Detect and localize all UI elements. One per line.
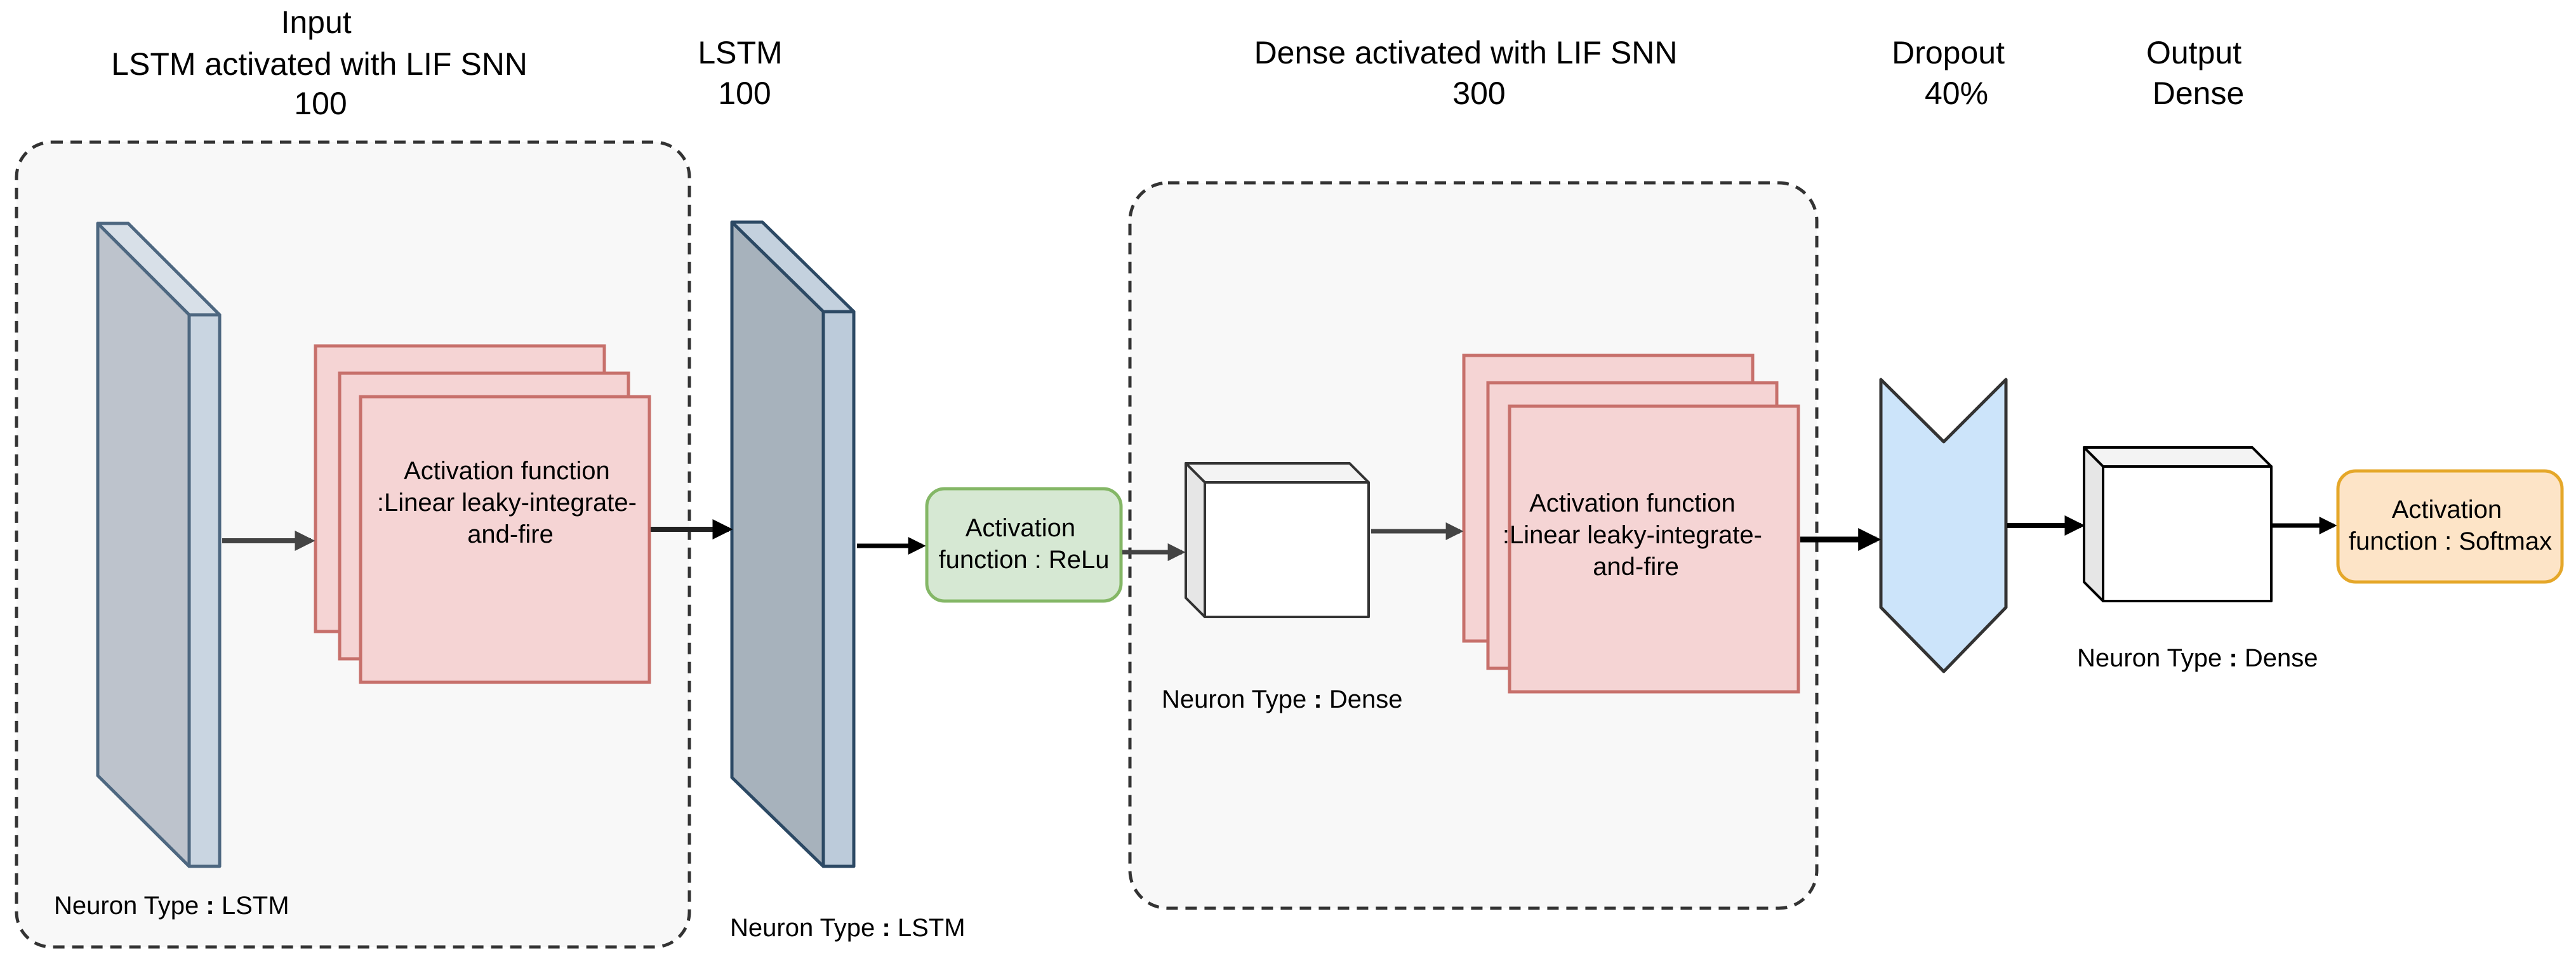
lstm-layer-header: LSTM 100: [698, 35, 791, 111]
lif-card-front: [1508, 404, 1800, 694]
relu-activation-label: Activation function : ReLu: [938, 514, 1109, 574]
lif-activation-stack-2: [1462, 354, 1800, 694]
dense-lif-layer-header: Dense activated with LIF SNN 300: [1254, 35, 1687, 111]
lif-activation-stack-1: [314, 344, 651, 684]
lif-activation-1-label: Activation function :Linear leaky-integr…: [377, 457, 644, 548]
neuron-type-lstm: Neuron Type : LSTM: [730, 914, 966, 942]
input-lstm-layer-block: [96, 222, 222, 868]
lif-card-front: [359, 395, 651, 684]
neuron-type-input-lstm: Neuron Type : LSTM: [54, 892, 289, 920]
relu-activation-box: [925, 487, 1123, 603]
dense-cube-block: [1185, 462, 1370, 618]
input-layer-header: Input LSTM activated with LIF SNN 100: [111, 4, 536, 121]
dropout-chevron-block: [1879, 378, 2008, 673]
lstm-layer-block: [730, 220, 856, 868]
output-dense-cube-block: [2083, 446, 2273, 602]
softmax-activation-box: [2336, 469, 2564, 584]
softmax-activation-label: Activation function : Softmax: [2349, 496, 2552, 555]
neuron-type-dense: Neuron Type : Dense: [1162, 685, 1402, 713]
output-layer-header: Output Dense: [2146, 35, 2250, 111]
neuron-type-output-dense: Neuron Type : Dense: [2077, 644, 2318, 672]
dropout-layer-header: Dropout 40%: [1892, 35, 2014, 111]
lif-activation-2-label: Activation function :Linear leaky-integr…: [1503, 489, 1769, 581]
